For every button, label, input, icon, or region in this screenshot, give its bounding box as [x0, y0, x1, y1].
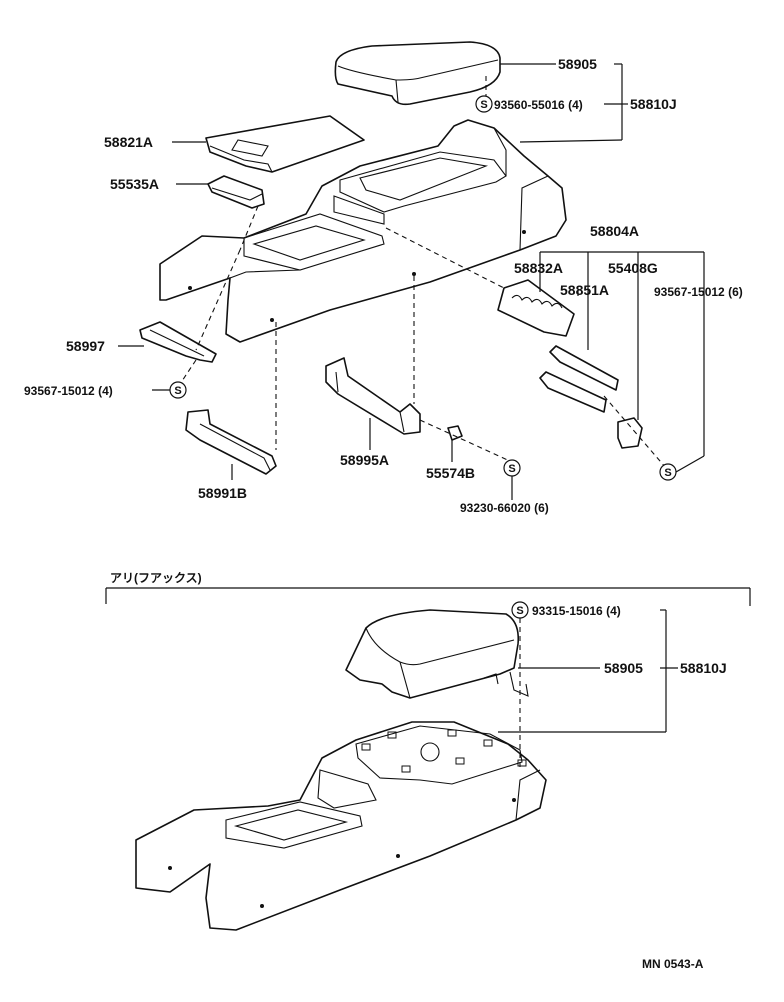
leader-lines-bottom: [498, 609, 678, 733]
tray-58821a: [205, 115, 365, 173]
label-58905-top: 58905: [558, 56, 597, 72]
screw-symbol-93567-left: S: [169, 381, 187, 399]
label-58804a: 58804A: [590, 223, 639, 239]
label-58905-bottom: 58905: [604, 660, 643, 676]
bracket-58991b: [185, 409, 277, 475]
label-93567-15012-left: 93567-15012 (4): [24, 384, 113, 398]
dashed-lines-top: [179, 76, 667, 469]
label-93230-66020: 93230-66020 (6): [460, 501, 549, 515]
plate-58832a: [497, 279, 575, 337]
screw-symbol-93567-right: S: [659, 463, 677, 481]
label-58991b: 58991B: [198, 485, 247, 501]
svg-text:S: S: [508, 463, 515, 475]
figure-code: MN 0543-A: [642, 957, 704, 971]
screw-symbol-93315: S: [511, 601, 529, 619]
armrest-lid-bottom: [345, 609, 529, 699]
bracket-58997: [139, 321, 217, 363]
label-58810j-top: 58810J: [630, 96, 677, 112]
svg-text:S: S: [516, 605, 523, 617]
label-55535a: 55535A: [110, 176, 159, 192]
screw-symbol-93230: S: [503, 459, 521, 477]
label-93560-55016: 93560-55016 (4): [494, 98, 583, 112]
svg-text:S: S: [480, 99, 487, 111]
svg-text:S: S: [174, 385, 181, 397]
leader-lines-top: [118, 63, 705, 500]
console-body-top: [159, 119, 567, 343]
variant-bracket: [105, 587, 751, 606]
armrest-lid-top: [334, 41, 501, 106]
clip-55574b: [447, 425, 463, 441]
part-55408g: [617, 417, 643, 449]
screw-symbol-93560: S: [475, 95, 493, 113]
label-58810j-bottom: 58810J: [680, 660, 727, 676]
label-55408g: 55408G: [608, 260, 658, 276]
console-body-bottom: [135, 721, 547, 931]
label-58997: 58997: [66, 338, 105, 354]
label-58995a: 58995A: [340, 452, 389, 468]
label-93567-15012-right: 93567-15012 (6): [654, 285, 743, 299]
bracket-58851a: [539, 345, 619, 413]
label-55574b: 55574B: [426, 465, 475, 481]
svg-text:S: S: [664, 467, 671, 479]
bracket-58995a: [325, 357, 421, 435]
label-58832a: 58832A: [514, 260, 563, 276]
label-58821a: 58821A: [104, 134, 153, 150]
label-variant: アリ(フアックス): [110, 571, 202, 585]
label-58851a: 58851A: [560, 282, 609, 298]
label-93315-15016: 93315-15016 (4): [532, 604, 621, 618]
lid-55535a: [207, 175, 265, 209]
